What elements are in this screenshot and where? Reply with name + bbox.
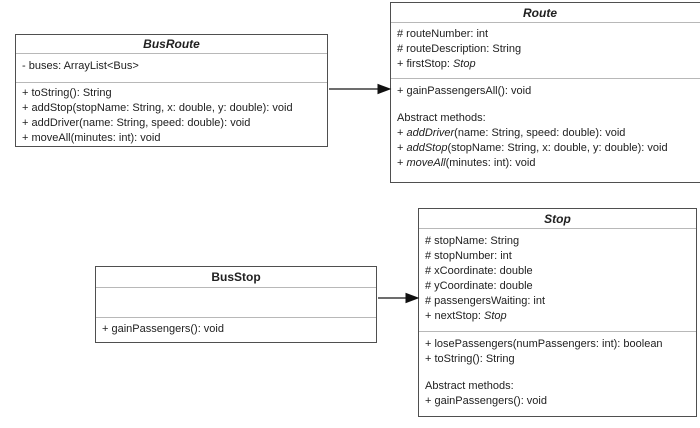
method-row: + addDriver(name: String, speed: double)… <box>22 117 251 129</box>
method-row: + losePassengers(numPassengers: int): bo… <box>425 338 663 350</box>
method-row: + gainPassengersAll(): void <box>397 85 532 97</box>
class-box-busroute: BusRoute - buses: ArrayList<Bus> + toStr… <box>15 34 328 147</box>
busroute-attributes: - buses: ArrayList<Bus> <box>16 53 327 82</box>
class-box-route: Route # routeNumber: int # routeDescript… <box>390 2 700 183</box>
busstop-methods: + gainPassengers(): void <box>96 317 376 341</box>
attribute-text: + nextStop: <box>425 310 485 322</box>
method-text: (name: String, speed: double): void <box>454 127 626 139</box>
method-row: + moveAll(minutes: int): void <box>22 132 161 144</box>
attribute-row: # stopNumber: int <box>425 250 512 262</box>
stop-attributes: # stopName: String # stopNumber: int # x… <box>419 228 696 331</box>
method-row: + addStop(stopName: String, x: double, y… <box>22 102 293 114</box>
spacer-row <box>425 367 690 379</box>
class-title-busstop: BusStop <box>211 270 261 284</box>
attribute-row: # stopName: String <box>425 235 520 247</box>
attribute-row: # routeDescription: String <box>397 43 522 55</box>
method-row: + toString(): String <box>425 353 515 365</box>
attribute-row: - buses: ArrayList<Bus> <box>22 60 139 72</box>
method-row: + gainPassengers(): void <box>102 323 224 335</box>
abstract-method-name: addStop <box>406 142 448 154</box>
method-row: + addDriver(name: String, speed: double)… <box>397 126 698 141</box>
attribute-row: # xCoordinate: double <box>425 265 533 277</box>
method-text: (minutes: int): void <box>445 157 536 169</box>
method-row: + addStop(stopName: String, x: double, y… <box>397 141 698 156</box>
class-box-busstop: BusStop + gainPassengers(): void <box>95 266 377 343</box>
method-text: + <box>397 127 407 139</box>
method-row: + toString(): String <box>22 87 112 99</box>
abstract-methods-label: Abstract methods: <box>397 112 486 124</box>
busstop-attributes-empty <box>96 287 376 317</box>
stop-methods: + losePassengers(numPassengers: int): bo… <box>419 331 696 415</box>
route-methods: + gainPassengersAll(): void Abstract met… <box>391 78 700 181</box>
attribute-row: # passengersWaiting: int <box>425 295 546 307</box>
arrow-busstop-to-stop <box>378 292 420 304</box>
attribute-type-abstract: Stop <box>484 310 507 322</box>
method-row: + moveAll(minutes: int): void <box>397 156 698 171</box>
busroute-methods: + toString(): String + addStop(stopName:… <box>16 82 327 145</box>
attribute-row: # routeNumber: int <box>397 28 489 40</box>
class-title-stop: Stop <box>544 211 571 226</box>
arrow-busroute-to-route <box>329 83 392 95</box>
method-text: (stopName: String, x: double, y: double)… <box>447 142 668 154</box>
spacer-row <box>397 99 698 111</box>
class-title-busroute: BusRoute <box>143 37 200 51</box>
class-title-route: Route <box>523 5 557 20</box>
attribute-row: + firstStop: Stop <box>397 57 698 72</box>
method-text: + <box>397 157 407 169</box>
method-row: + gainPassengers(): void <box>425 395 547 407</box>
attribute-row: # yCoordinate: double <box>425 280 533 292</box>
abstract-methods-label: Abstract methods: <box>425 380 514 392</box>
attribute-type-abstract: Stop <box>452 58 476 70</box>
method-text: + <box>397 142 407 154</box>
attribute-row: + nextStop: Stop <box>425 309 690 324</box>
abstract-method-name: addDriver <box>406 127 455 139</box>
abstract-method-name: moveAll <box>406 157 446 169</box>
route-attributes: # routeNumber: int # routeDescription: S… <box>391 22 700 78</box>
class-box-stop: Stop # stopName: String # stopNumber: in… <box>418 208 697 417</box>
attribute-text: + firstStop: <box>397 58 453 70</box>
